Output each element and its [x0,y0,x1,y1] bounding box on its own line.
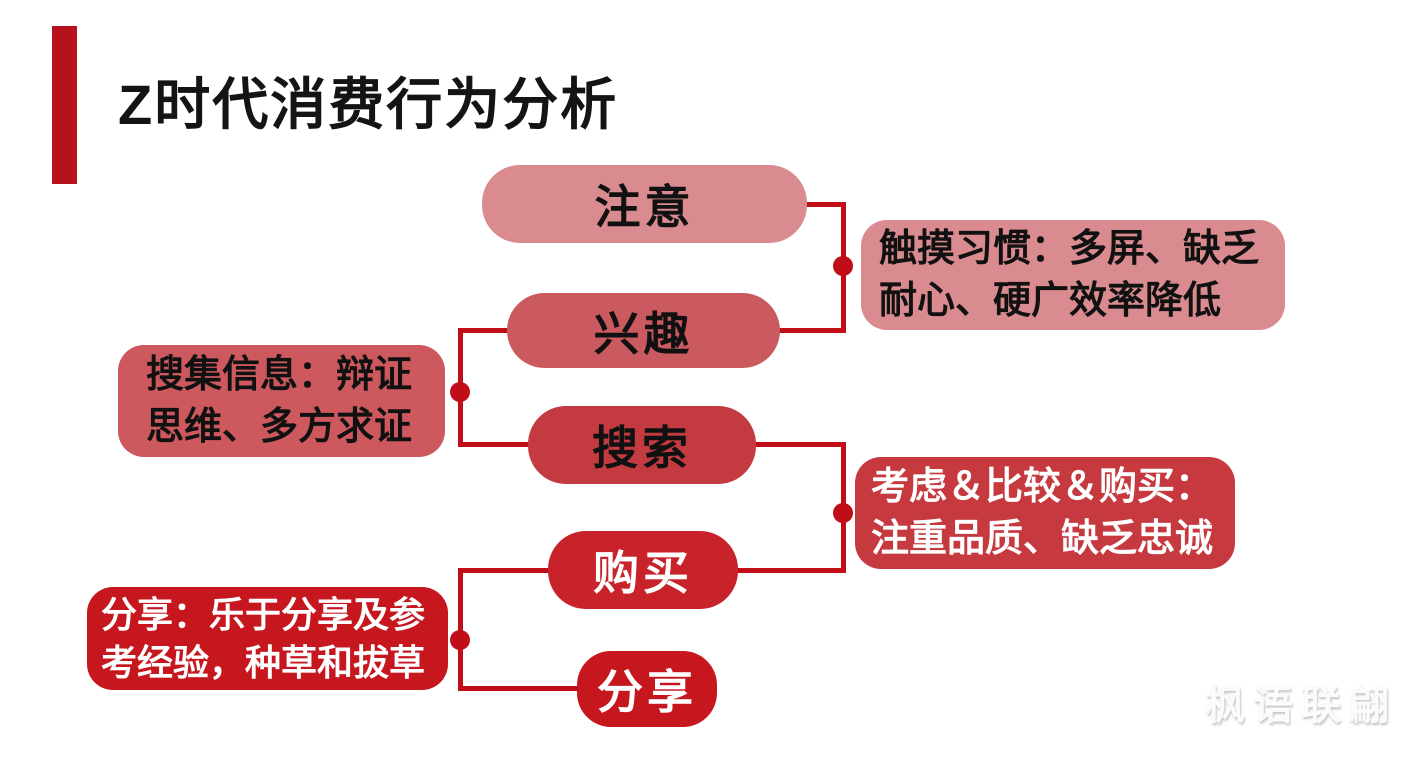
annotation-line: 考经验，种草和拔草 [101,641,426,683]
connector-line [752,442,846,447]
annotation-line: 分享：乐于分享及参 [101,593,426,635]
stage-search: 搜索 [528,406,756,484]
connector-dot [833,256,853,276]
annotation-sharing: 分享：乐于分享及参 考经验，种草和拔草 [87,587,448,690]
annotation-line: 搜集信息：辩证 [146,353,413,396]
connector-line [458,568,463,691]
stage-attention: 注意 [482,165,807,243]
annotation-line: 触摸习惯：多屏、缺乏 [879,227,1260,270]
annotation-line: 注重品质、缺乏忠诚 [871,518,1214,560]
stage-search-label: 搜索 [592,422,692,474]
annotation-touch-habit: 触摸习惯：多屏、缺乏 耐心、硬广效率降低 [861,220,1285,330]
connector-dot [450,630,470,650]
stage-interest-label: 兴趣 [593,307,694,360]
page-title: Z时代消费行为分析 [118,73,619,136]
connector-line [777,328,846,333]
stage-share-label: 分享 [597,666,697,718]
annotation-consider-compare-buy: 考虑＆比较＆购买： 注重品质、缺乏忠诚 [855,457,1235,569]
connector-line [734,568,846,573]
annotation-info-gathering: 搜集信息：辩证 思维、多方求证 [118,345,445,457]
connector-dot [450,382,470,402]
annotation-line: 考虑＆比较＆购买： [871,465,1214,508]
connector-line [458,442,534,447]
stage-share: 分享 [577,651,717,727]
stage-attention-label: 注意 [594,181,695,233]
stage-interest: 兴趣 [507,293,780,368]
title-accent-bar [52,26,77,184]
connector-line [458,568,552,573]
connector-dot [833,503,853,523]
annotation-line: 耐心、硬广效率降低 [879,280,1222,322]
stage-purchase: 购买 [548,531,738,609]
watermark: 枫语联翩 [1205,684,1397,728]
annotation-line: 思维、多方求证 [146,406,413,448]
stage-purchase-label: 购买 [593,547,693,599]
connector-line [803,202,846,207]
connector-line [458,686,581,691]
connector-line [458,328,512,333]
